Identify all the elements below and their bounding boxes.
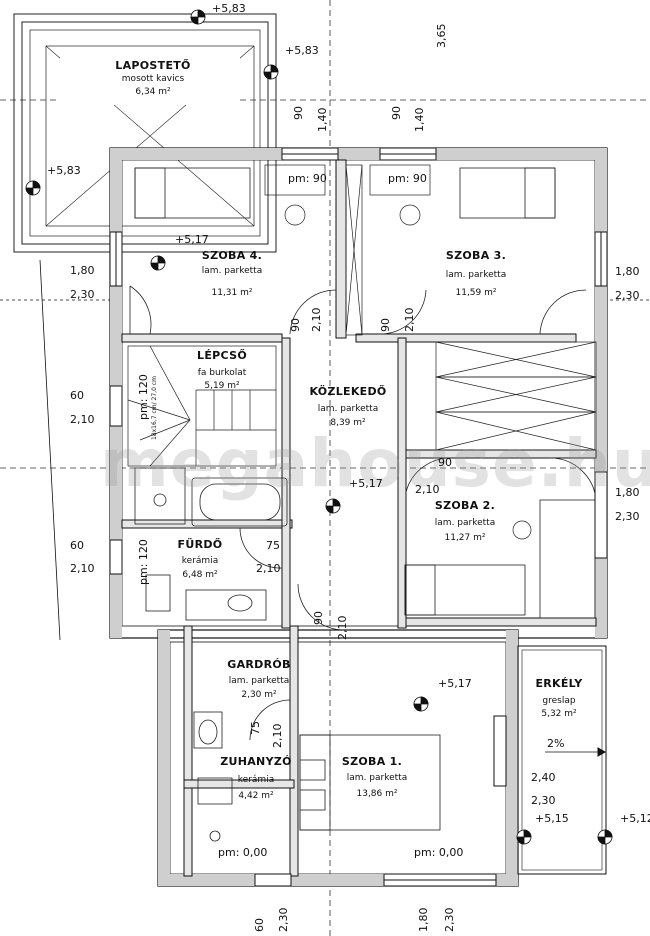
dimension: 1,80 — [417, 907, 430, 933]
dimension: 2,10 — [70, 413, 95, 426]
room-area-szoba4: 11,31 m² — [211, 288, 253, 298]
room-material-szoba4: lam. parketta — [201, 266, 263, 276]
room-name-furdo: FÜRDŐ — [177, 538, 223, 551]
dimension: 2,30 — [70, 288, 95, 301]
dimension: 2,30 — [615, 289, 640, 302]
room-name-szoba2: SZOBA 2. — [434, 499, 496, 512]
dimension: 2,10 — [336, 615, 349, 641]
room-name-lapostető: LAPOSTETŐ — [115, 59, 191, 72]
room-name-lepcso: LÉPCSŐ — [197, 349, 247, 362]
room-material-szoba2: lam. parketta — [434, 518, 496, 528]
room-material-lapostető: mosott kavics — [121, 74, 185, 84]
level-label: +5,83 — [285, 44, 319, 57]
flat-roof — [13, 13, 277, 253]
room-area-lepcso: 5,19 m² — [204, 381, 240, 391]
level-label: +5,12 — [620, 812, 650, 825]
room-material-lepcso: fa burkolat — [197, 368, 247, 378]
room-area-furdo: 6,48 m² — [182, 570, 218, 580]
dimension: 1,40 — [316, 107, 329, 133]
dimension: 60 — [70, 539, 84, 552]
dimension: 75 — [249, 721, 262, 735]
dimension: 2,10 — [415, 483, 440, 496]
dimension: 2,40 — [531, 771, 556, 784]
dimension: 1,80 — [615, 265, 640, 278]
level-label: +5,17 — [438, 677, 472, 690]
level-label: +5,83 — [212, 2, 246, 15]
dimension: 2,10 — [403, 307, 416, 333]
sill-height: pm: 120 — [137, 374, 150, 420]
room-material-kozleked: lam. parketta — [317, 404, 379, 414]
dimension: 2,10 — [271, 723, 284, 749]
dimension: 2,10 — [70, 562, 95, 575]
watermark: megahouse.hu — [100, 425, 650, 502]
sill-height: pm: 90 — [388, 172, 427, 185]
sill-height: pm: 120 — [137, 539, 150, 585]
room-area-szoba2: 11,27 m² — [444, 533, 486, 543]
dimension: 90 — [379, 318, 392, 332]
room-material-furdo: kerámia — [181, 556, 219, 566]
level-label: +5,15 — [535, 812, 569, 825]
balcony — [517, 645, 607, 875]
room-material-gardrob: lam. parketta — [228, 676, 290, 686]
dimension: 90 — [289, 318, 302, 332]
room-area-gardrob: 2,30 m² — [241, 690, 277, 700]
stairs-note: 18x16,7 cm/ 27,0 cm — [151, 376, 158, 440]
room-area-lapostető: 6,34 m² — [135, 87, 171, 97]
sill-height: pm: 0,00 — [414, 846, 464, 859]
room-material-zuhanyzo: kerámia — [237, 775, 275, 785]
dimension: 1,40 — [413, 107, 426, 133]
dimension: 90 — [292, 106, 305, 120]
level-label: +5,83 — [47, 164, 81, 177]
dimension: 90 — [312, 611, 325, 625]
room-name-zuhanyzo: ZUHANYZÓ — [220, 755, 292, 768]
dimension: 90 — [438, 456, 452, 469]
room-name-szoba4: SZOBA 4. — [201, 249, 263, 262]
dimension: 1,80 — [70, 264, 95, 277]
dimension: 2,30 — [531, 794, 556, 807]
room-name-szoba3: SZOBA 3. — [445, 249, 507, 262]
room-material-erkely: greslap — [542, 696, 576, 706]
dimension: 90 — [390, 106, 403, 120]
room-area-zuhanyzo: 4,42 m² — [238, 791, 274, 801]
room-name-gardrob: GARDRÓB — [227, 658, 291, 671]
sill-height: pm: 90 — [288, 172, 327, 185]
room-material-szoba3: lam. parketta — [445, 270, 507, 280]
room-area-kozleked: 8,39 m² — [330, 418, 366, 428]
dimension: 3,65 — [435, 23, 448, 49]
dimension: 2,10 — [310, 307, 323, 333]
dimension: 60 — [253, 918, 266, 932]
dimension: 2,30 — [443, 907, 456, 933]
room-material-szoba1: lam. parketta — [346, 773, 408, 783]
dimension: 60 — [70, 389, 84, 402]
dimension: 1,80 — [615, 486, 640, 499]
room-area-szoba3: 11,59 m² — [455, 288, 497, 298]
dimension: 2,30 — [277, 907, 290, 933]
room-area-szoba1: 13,86 m² — [356, 789, 398, 799]
room-area-erkely: 5,32 m² — [541, 709, 577, 719]
sill-height: pm: 0,00 — [218, 846, 268, 859]
stairs — [127, 345, 277, 467]
level-markers — [25, 9, 613, 845]
dimension: 2,10 — [256, 562, 281, 575]
level-label: +5,17 — [349, 477, 383, 490]
slope-label: 2% — [547, 737, 565, 750]
room-name-erkely: ERKÉLY — [535, 677, 583, 690]
dimension: 2,30 — [615, 510, 640, 523]
dimension: 75 — [266, 539, 280, 552]
room-name-szoba1: SZOBA 1. — [341, 755, 403, 768]
level-label: +5,17 — [175, 233, 209, 246]
room-name-kozleked: KÖZLEKEDŐ — [309, 385, 387, 398]
